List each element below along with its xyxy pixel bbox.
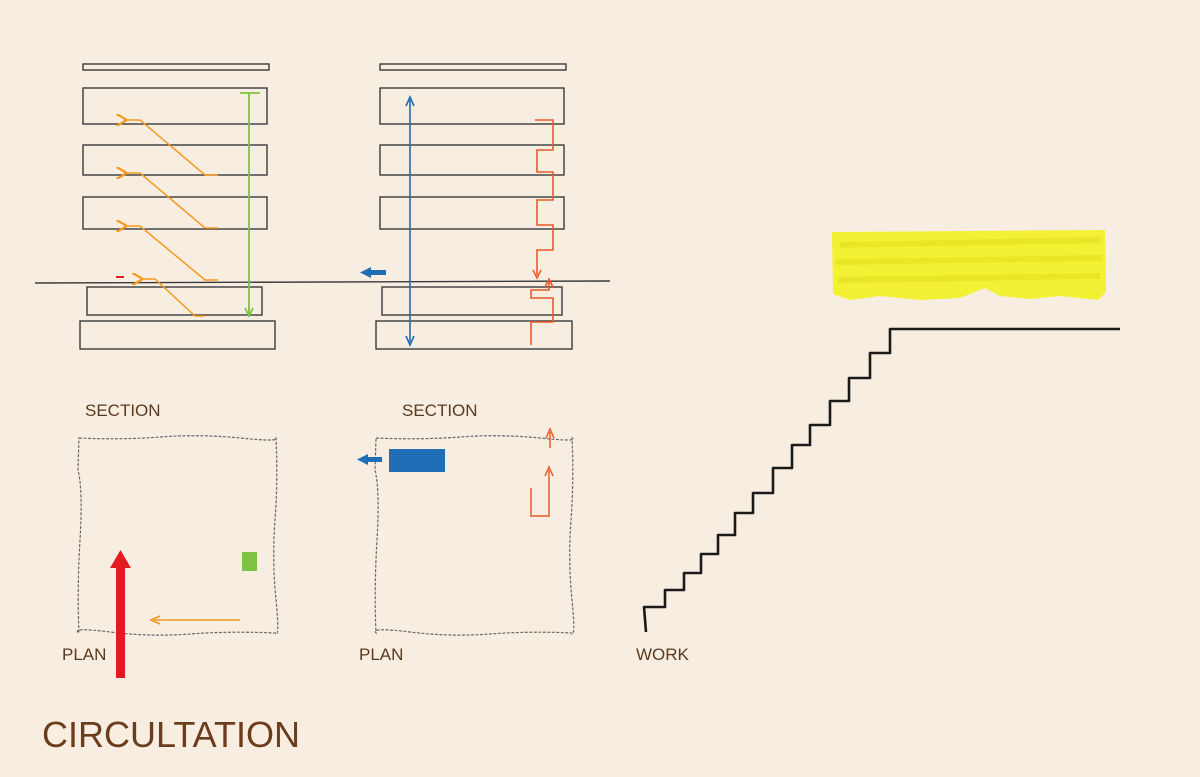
section-left-drawing <box>79 63 276 350</box>
plan-left-outline <box>76 435 279 636</box>
floor-slab <box>82 144 268 176</box>
floor-slab <box>379 87 565 125</box>
blue-plan-exit-arrow <box>357 454 382 465</box>
blue-elevator-plan <box>389 449 445 472</box>
work-stair-line <box>642 327 1120 633</box>
floor-slab <box>79 320 276 350</box>
floor-slab <box>375 320 573 350</box>
green-elevator-plan <box>242 552 257 571</box>
floor-slab <box>379 144 565 176</box>
red-entry-arrow <box>110 550 131 678</box>
plan-right-label: PLAN <box>359 645 403 664</box>
floor-slab <box>381 286 563 316</box>
orange-flow-arrow <box>149 615 240 625</box>
ground-line <box>34 280 611 284</box>
section-left-label: SECTION <box>85 401 161 420</box>
blue-exit-arrow <box>360 267 386 278</box>
yellow-highlight <box>832 230 1106 300</box>
blue-elevator-shaft <box>405 95 415 347</box>
escalator-flows <box>124 120 218 317</box>
green-elevator-shaft <box>240 92 260 319</box>
red-stair-plan <box>530 427 555 517</box>
section-right-drawing <box>375 63 573 350</box>
work-label: WORK <box>636 645 690 664</box>
floor-slab <box>379 196 565 230</box>
floor-slab <box>82 87 268 125</box>
section-right-label: SECTION <box>402 401 478 420</box>
floor-slab <box>82 196 268 230</box>
plan-left-label: PLAN <box>62 645 106 664</box>
red-stair-path <box>530 119 554 345</box>
roof-slab <box>379 63 567 71</box>
floor-slab <box>86 286 263 316</box>
plan-right-outline <box>374 435 575 636</box>
page-title: CIRCULTATION <box>42 714 300 755</box>
roof-slab <box>82 63 270 71</box>
